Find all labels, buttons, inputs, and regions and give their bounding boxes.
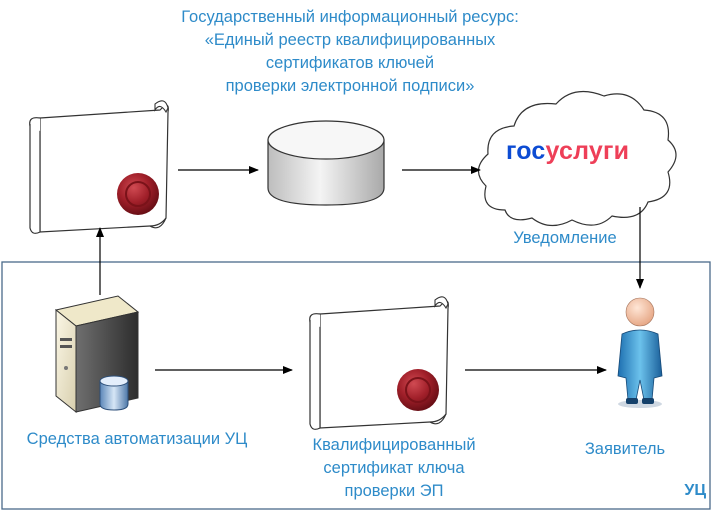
certificate-label-line: сертификат ключа [323, 459, 465, 477]
database-cylinder-icon [267, 120, 385, 206]
registry-title-line: «Единый реестр квалифицированных [204, 31, 496, 49]
small-database-icon [99, 375, 129, 411]
uc-boundary-frame [1, 261, 711, 510]
registry-title-line: проверки электронной подписи» [225, 77, 475, 95]
gosuslugi-logo-part2: услуги [545, 137, 630, 165]
gosuslugi-logo: госуслуги [506, 137, 629, 166]
wax-seal-icon [397, 369, 439, 411]
notification-label: Уведомление [513, 229, 617, 247]
registry-scroll-document-icon [29, 100, 169, 234]
registry-title: Государственный информационный ресурс: «… [150, 6, 550, 98]
automation-tools-label: Средства автоматизации УЦ [26, 430, 248, 448]
server-icon [54, 295, 140, 414]
gosuslugi-logo-part1: гос [506, 137, 546, 165]
applicant-label: Заявитель [584, 440, 666, 458]
certificate-label: Квалифицированный сертификат ключа прове… [282, 434, 506, 503]
uc-label: УЦ [684, 482, 706, 499]
cloud-icon [477, 90, 677, 227]
certificate-scroll-document-icon [309, 296, 449, 430]
registry-title-line: сертификатов ключей [265, 54, 435, 72]
registry-title-line: Государственный информационный ресурс: [181, 8, 519, 26]
certificate-label-line: проверки ЭП [344, 482, 444, 500]
wax-seal-icon [117, 173, 159, 215]
certificate-label-line: Квалифицированный [312, 436, 476, 454]
person-icon [617, 297, 663, 408]
